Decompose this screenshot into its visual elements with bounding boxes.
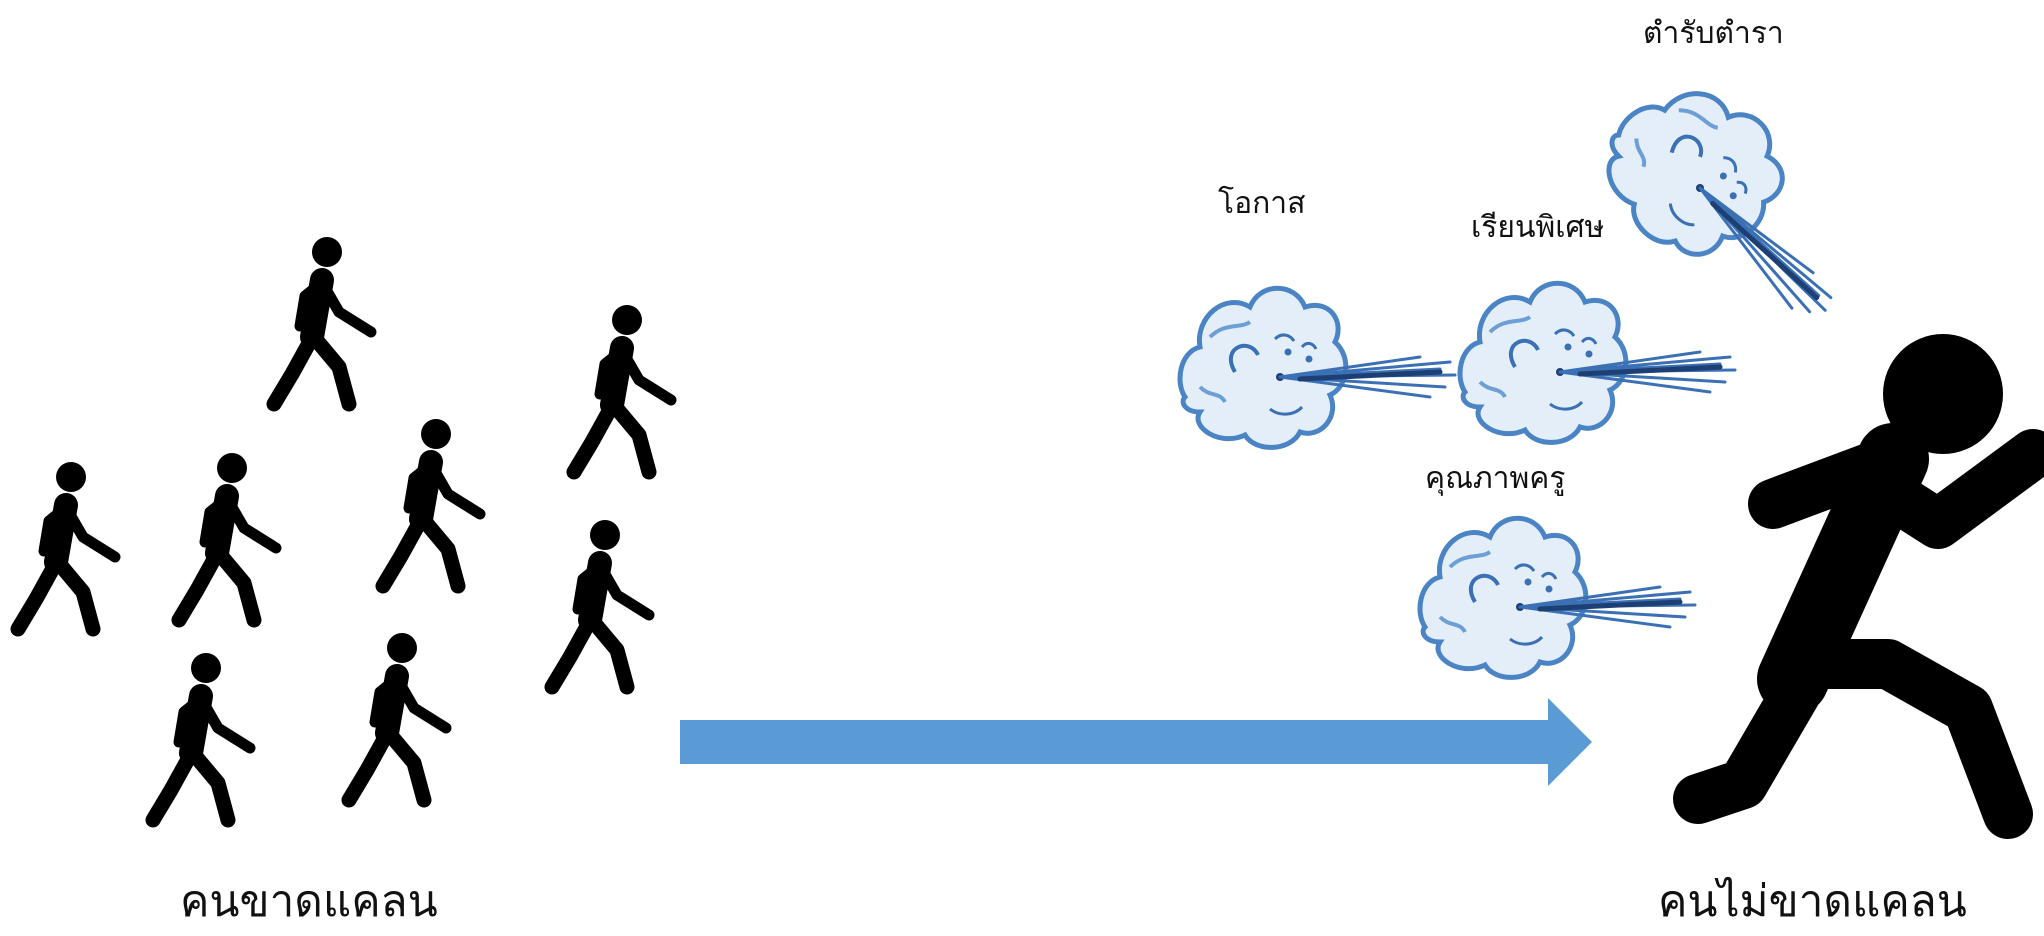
blowing-wind-cloud-icon bbox=[1580, 55, 1887, 362]
wind-cloud-teacher-quality bbox=[1420, 518, 1695, 677]
diagram-canvas bbox=[0, 0, 2044, 917]
running-person-icon bbox=[1698, 334, 2033, 814]
walking-person-icon bbox=[18, 462, 115, 629]
blowing-wind-cloud-icon bbox=[1420, 518, 1695, 677]
blowing-wind-cloud-icon bbox=[1180, 288, 1455, 447]
walking-person-icon bbox=[574, 305, 671, 472]
walking-person-icon bbox=[383, 419, 480, 586]
walking-person-icon bbox=[274, 237, 371, 404]
factor-label-textbooks: ตำรับตำรา bbox=[1643, 16, 1784, 51]
crowd-group bbox=[18, 237, 671, 820]
factor-label-tutoring: เรียนพิเศษ bbox=[1471, 210, 1605, 245]
wind-cloud-textbooks bbox=[1580, 55, 1887, 362]
right-figure-label: คนไม่ขาดแคลน bbox=[1658, 876, 1967, 927]
blowing-wind-cloud-icon bbox=[1460, 283, 1735, 442]
walking-person-icon bbox=[153, 653, 250, 820]
factor-label-teacher-quality: คุณภาพครู bbox=[1425, 461, 1566, 496]
walking-person-icon bbox=[349, 633, 446, 800]
walking-person-icon bbox=[552, 520, 649, 687]
wind-cloud-tutoring bbox=[1460, 283, 1735, 442]
left-group-label: คนขาดแคลน bbox=[180, 876, 438, 927]
transition-arrow bbox=[680, 698, 1592, 786]
walking-person-icon bbox=[179, 453, 276, 620]
wind-cloud-opportunity bbox=[1180, 288, 1455, 447]
factor-label-opportunity: โอกาส bbox=[1218, 186, 1306, 221]
